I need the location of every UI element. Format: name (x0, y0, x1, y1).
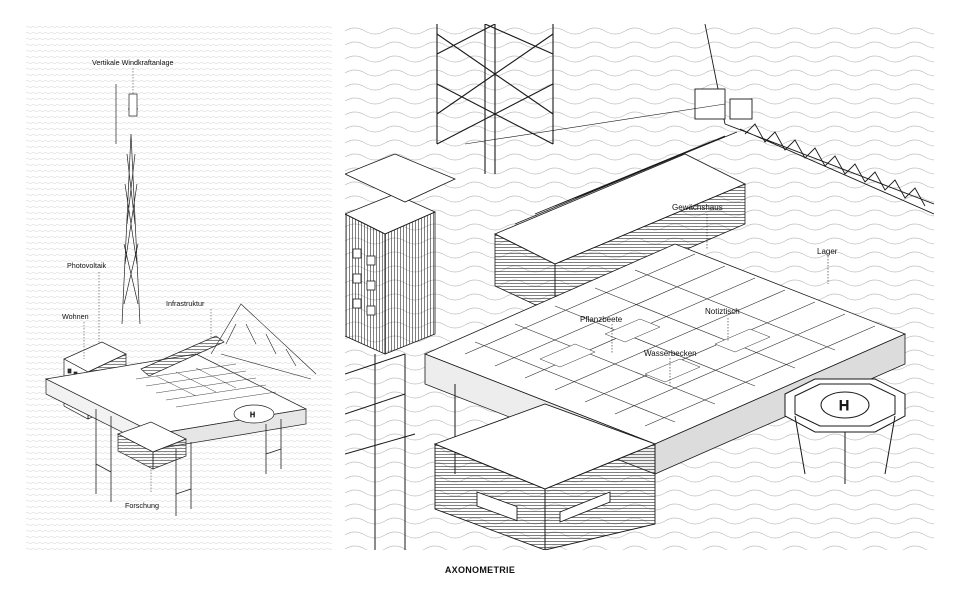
label-infrastruktur: Infrastruktur (166, 299, 205, 308)
left-building (345, 153, 456, 355)
label-wind: Vertikale Windkraftanlage (92, 58, 174, 67)
svg-text:H: H (250, 412, 255, 419)
detail-drawing: H Gewächshaus Lager Pflanzbeete Notiztis… (345, 24, 934, 550)
overview-axonometry: H Vertikale Windkraftanlage Photovoltaik… (26, 24, 332, 550)
label-pflanzbeete: Pflanzbeete (580, 315, 623, 324)
water-basins (539, 318, 771, 383)
crane (210, 303, 317, 380)
deck-supports (345, 353, 456, 550)
helipad-letter: H (839, 397, 849, 413)
research-building (433, 403, 657, 550)
detail-axonometry: H Gewächshaus Lager Pflanzbeete Notiztis… (345, 24, 934, 550)
helipad: H (784, 378, 906, 484)
overview-drawing: H Vertikale Windkraftanlage Photovoltaik… (26, 24, 332, 550)
wind-tower (115, 84, 141, 325)
detail-leader-lines (611, 214, 829, 386)
platform-legs (95, 409, 282, 516)
label-wasserbecken: Wasserbecken (644, 349, 697, 358)
label-wohnen: Wohnen (62, 312, 89, 321)
label-lager: Lager (817, 247, 838, 256)
research-block (117, 421, 187, 470)
lattice-tower (436, 24, 554, 174)
figure-caption: AXONOMETRIE (444, 565, 516, 575)
label-photovoltaik: Photovoltaik (67, 261, 107, 270)
sea-texture (26, 24, 332, 550)
leader-lines (83, 68, 212, 492)
label-notiztisch: Notiztisch (705, 307, 740, 316)
main-deck: H (44, 335, 308, 450)
crane-boom (464, 24, 934, 215)
label-forschung: Forschung (125, 501, 159, 510)
label-gewaechshaus: Gewächshaus (672, 203, 723, 212)
